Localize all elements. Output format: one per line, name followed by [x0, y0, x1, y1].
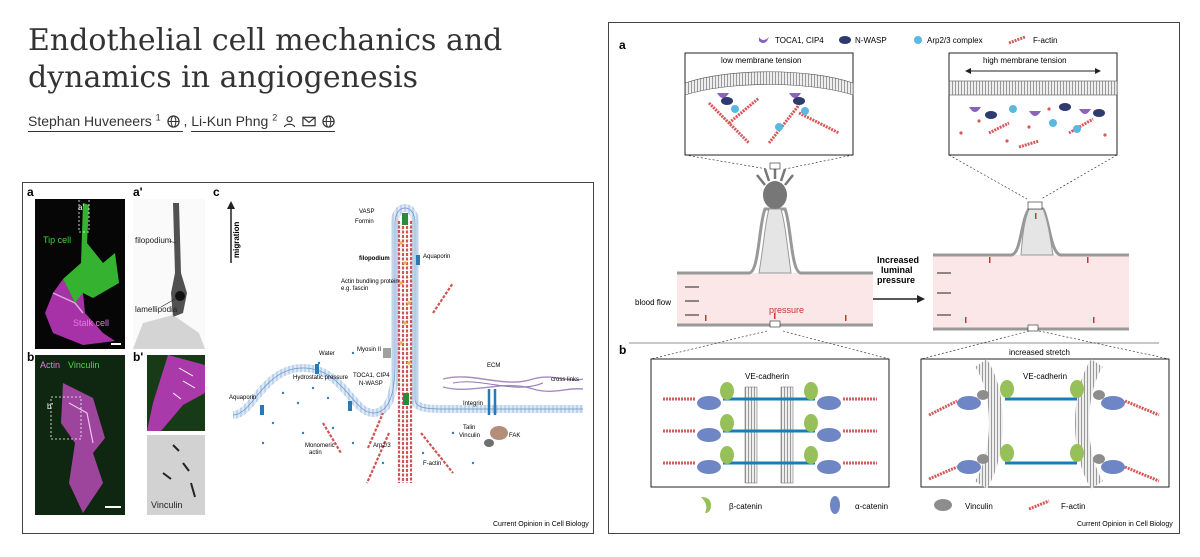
panel-label-c: c	[213, 185, 220, 199]
low-tension-label: low membrane tension	[721, 56, 801, 65]
label-factin: F-actin	[423, 461, 441, 467]
legend-item: F-actin	[1061, 502, 1085, 511]
vessel-left: pressure blood flow	[635, 162, 873, 328]
label-aquaporin-left: Aquaporin	[229, 395, 256, 401]
increased-pressure-arrow: Increased luminal pressure	[873, 255, 925, 303]
filopodium-schematic: migration	[221, 199, 584, 509]
micrograph-filopodium-gray: filopodium lamellipodia	[133, 199, 205, 349]
factin-icon	[1028, 499, 1050, 511]
panel-label-a: a	[27, 185, 34, 199]
pressure-label: pressure	[769, 305, 804, 315]
inset-label: a'	[78, 203, 84, 212]
ve-cadherin-right-label: VE-cadherin	[1023, 372, 1067, 381]
lamellipodia-label: lamellipodia	[135, 305, 178, 314]
author-name: Li-Kun Phng	[191, 112, 269, 129]
beta-catenin-icon	[701, 497, 711, 513]
legend-item: Arp2/3 complex	[927, 36, 983, 45]
label-fak: FAK	[509, 433, 520, 439]
arp23-icon	[914, 36, 922, 44]
low-tension-box: low membrane tension	[684, 52, 854, 156]
pressure-word-label: pressure	[877, 275, 915, 285]
legend-item: F-actin	[1033, 36, 1057, 45]
factin-icon	[1008, 35, 1026, 45]
label-formin: Formin	[355, 219, 374, 225]
label-filopodium: filopodium	[359, 256, 390, 262]
actin-label: Actin	[40, 360, 60, 370]
label-monomeric-2: actin	[309, 450, 322, 456]
nwasp-icon	[839, 36, 851, 44]
legend-item: N-WASP	[855, 36, 887, 45]
alpha-catenin-icon	[830, 496, 840, 514]
panel-label-b: b	[619, 343, 626, 357]
high-tension-box: high membrane tension	[948, 52, 1118, 156]
inset-label: b'	[47, 402, 53, 411]
panel-label-b: b	[27, 350, 34, 364]
affiliation-number: 2	[272, 112, 278, 122]
person-icon[interactable]	[283, 115, 296, 128]
tip-cell-icon	[756, 167, 794, 209]
label-arp: Arp2/3	[373, 443, 391, 449]
ve-cadherin-left-label: VE-cadherin	[745, 372, 789, 381]
label-water: Water	[319, 351, 335, 357]
label-vasp: VASP	[359, 209, 375, 215]
filopodium-label: filopodium	[135, 236, 172, 245]
label-monomeric: Monomeric	[305, 443, 335, 449]
high-tension-label: high membrane tension	[983, 56, 1067, 65]
journal-credit: Current Opinion in Cell Biology	[493, 521, 589, 528]
label-actin-bundling: Actin bundling protein	[341, 279, 399, 285]
label-myosin: Myosin II	[357, 347, 381, 353]
legend-item: Vinculin	[965, 502, 993, 511]
panel-label-b-prime: b'	[133, 350, 143, 364]
legend-item: α-catenin	[855, 502, 888, 511]
article-title: Endothelial cell mechanics and dynamics …	[28, 23, 503, 95]
globe-icon[interactable]	[166, 114, 180, 128]
panel-label-a: a	[619, 38, 626, 52]
label-hydrostatic: Hydrostatic pressure	[293, 375, 349, 381]
stalk-cell-label: Stalk cell	[73, 318, 109, 328]
migration-label: migration	[232, 221, 241, 258]
label-integrin: Integrin	[463, 401, 483, 407]
figure-1: a a' b b' c a' Tip cell Stalk cell filop…	[22, 182, 594, 534]
affiliation-number: 1	[155, 112, 161, 122]
legend-top: TOCA1, CIP4 N-WASP Arp2/3 complex F-acti…	[759, 35, 1057, 45]
vinculin-gray-label: Vinculin	[151, 500, 182, 510]
tip-cell-label: Tip cell	[43, 235, 71, 245]
junction-left-box: VE-cadherin	[650, 358, 890, 488]
author-link-huveneers[interactable]: Stephan Huveneers 1	[28, 112, 184, 132]
label-actin-bundling-eg: e.g. fascin	[341, 286, 368, 292]
vessel-right	[933, 201, 1129, 332]
globe-icon[interactable]	[322, 114, 335, 128]
increased-stretch-label: increased stretch	[1009, 348, 1070, 357]
vinculin-label: Vinculin	[68, 360, 99, 370]
blood-flow-label: blood flow	[635, 298, 671, 307]
micrograph-tip-stalk: a' Tip cell Stalk cell	[35, 197, 125, 349]
increased-label: Increased	[877, 255, 919, 265]
toca-icon	[759, 37, 769, 43]
author-separator: ,	[183, 112, 188, 129]
label-ecm: ECM	[487, 363, 500, 369]
journal-credit: Current Opinion in Cell Biology	[1077, 521, 1173, 528]
label-vinculin: Vinculin	[459, 433, 480, 439]
figure-2-graphic: a b TOCA1, CIP4 N-WASP Arp2/3 complex F-…	[619, 35, 1173, 528]
junction-right-box: increased stretch VE-cadherin	[920, 348, 1170, 489]
author-link-phng[interactable]: Li-Kun Phng 2	[191, 112, 335, 132]
author-name: Stephan Huveneers	[28, 112, 152, 129]
legend-item: TOCA1, CIP4	[775, 36, 824, 45]
legend-bottom: β-catenin α-catenin Vinculin F-actin	[701, 496, 1085, 514]
figure-1-graphic: a a' b b' c a' Tip cell Stalk cell filop…	[27, 185, 589, 528]
label-cross-links: cross links	[551, 377, 579, 383]
label-aquaporin-top: Aquaporin	[423, 254, 450, 260]
luminal-label: luminal	[881, 265, 913, 275]
label-nwasp: N-WASP	[359, 381, 383, 387]
mail-icon[interactable]	[302, 115, 316, 128]
micrograph-b-prime: Vinculin	[147, 355, 205, 515]
label-toca: TOCA1, CIP4	[353, 373, 390, 379]
figure-2: a b TOCA1, CIP4 N-WASP Arp2/3 complex F-…	[608, 22, 1180, 534]
label-talin: Talin	[463, 425, 475, 431]
panel-label-a-prime: a'	[133, 185, 143, 199]
legend-item: β-catenin	[729, 502, 762, 511]
author-list: Stephan Huveneers 1 , Li-Kun Phng 2	[28, 112, 335, 132]
vinculin-icon	[934, 499, 952, 511]
micrograph-actin-vinculin: Actin Vinculin b'	[35, 355, 125, 515]
